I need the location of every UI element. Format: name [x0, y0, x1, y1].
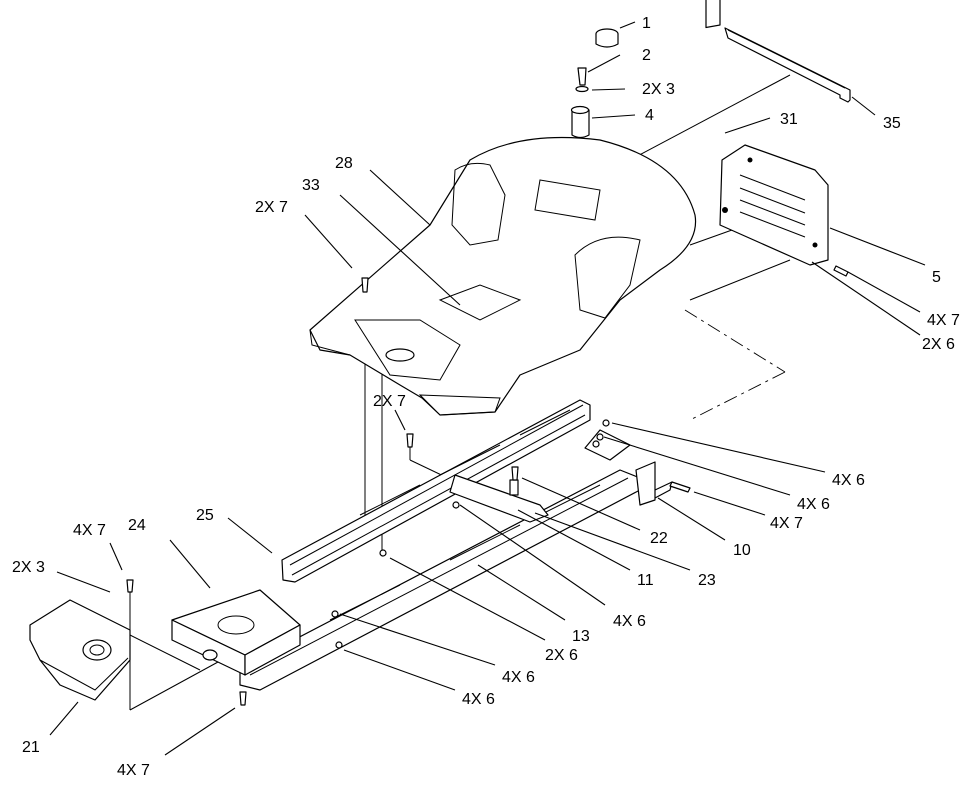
leader-23 — [534, 512, 691, 571]
callout-2x7-top: 2X 7 — [255, 199, 288, 216]
callout-2x3-top: 2X 3 — [642, 81, 675, 98]
leader-21 — [49, 701, 79, 736]
leader-47b — [693, 491, 766, 516]
leader-22 — [521, 477, 641, 531]
callout-2x6-right: 2X 6 — [922, 336, 955, 353]
callout-10: 10 — [733, 542, 751, 559]
callout-4x7-right: 4X 7 — [927, 312, 960, 329]
leader-4 — [591, 114, 636, 119]
callout-35: 35 — [883, 115, 901, 132]
part-31-decal — [705, 0, 721, 29]
callout-4x7-bottom: 4X 7 — [117, 762, 150, 779]
callout-4x6-e: 4X 6 — [462, 691, 495, 708]
part-10-bracket — [635, 461, 673, 506]
part-25-frame-rail — [281, 399, 591, 583]
part-28-fender — [309, 136, 697, 416]
leader-26b — [389, 557, 546, 641]
part-23-spacer — [509, 479, 519, 496]
leader-35 — [851, 96, 876, 116]
callout-2: 2 — [642, 47, 651, 64]
leader-23x — [56, 571, 111, 593]
leader-46d — [339, 613, 496, 666]
alignment-line-top — [629, 74, 791, 161]
callout-23: 23 — [698, 572, 716, 589]
leader-3 — [591, 88, 626, 91]
callout-2x6-bottom: 2X 6 — [545, 647, 578, 664]
fasteners — [126, 277, 610, 706]
callout-28: 28 — [335, 155, 353, 172]
part-35-rail — [724, 27, 851, 103]
callout-21: 21 — [22, 739, 40, 756]
part-21-housing — [29, 599, 131, 701]
leader-31 — [724, 117, 771, 134]
leader-5 — [829, 227, 926, 266]
leader-47a — [847, 271, 921, 313]
callout-4x7-mid: 4X 7 — [770, 515, 803, 532]
knob-assembly — [570, 28, 619, 139]
leader-7a — [304, 214, 353, 269]
callout-4x6-c: 4X 6 — [613, 613, 646, 630]
part-24-plate — [171, 589, 301, 676]
leader-25 — [227, 517, 273, 554]
leader-46b — [603, 436, 791, 496]
leader-46e — [343, 649, 456, 691]
part-33-decal — [438, 284, 522, 321]
part-3-washer — [575, 85, 589, 93]
callout-33: 33 — [302, 177, 320, 194]
callout-25: 25 — [196, 507, 214, 524]
leader-47d — [164, 707, 236, 756]
leader-33 — [339, 194, 461, 306]
callout-4x6-b: 4X 6 — [797, 496, 830, 513]
leader-28 — [369, 169, 431, 226]
leader-46c — [459, 504, 606, 606]
callout-labels: 1 2 2X 3 4 35 31 28 33 2X 7 5 4X 7 2X 6 … — [12, 15, 960, 779]
centerline-1 — [684, 309, 786, 373]
part-2-screw — [577, 67, 587, 86]
callout-13: 13 — [572, 628, 590, 645]
housing-link-line-2 — [129, 634, 201, 671]
leader-47c — [109, 542, 123, 571]
leader-lines — [49, 21, 926, 756]
leader-13 — [477, 564, 566, 621]
callout-4x6-a: 4X 6 — [832, 472, 865, 489]
callout-4: 4 — [645, 107, 654, 124]
callout-4x7-left: 4X 7 — [73, 522, 106, 539]
screw-4x7-mid — [669, 481, 691, 493]
part-4-spacer — [571, 109, 590, 139]
leader-7b — [394, 409, 406, 431]
callout-4x6-d: 4X 6 — [502, 669, 535, 686]
centerline-2 — [689, 371, 786, 421]
alignment-line-right-lower — [689, 259, 791, 301]
callout-31: 31 — [780, 111, 798, 128]
leader-26a — [811, 261, 921, 336]
leader-46a — [611, 422, 826, 473]
callout-5: 5 — [932, 269, 941, 286]
callout-2x3-left: 2X 3 — [12, 559, 45, 576]
part-5-panel — [719, 144, 849, 277]
leader-1 — [619, 21, 636, 29]
callout-11: 11 — [637, 572, 654, 589]
callout-1: 1 — [642, 15, 651, 32]
leader-11 — [517, 509, 631, 571]
part-22-cross-member — [449, 429, 631, 523]
callout-2x7-mid: 2X 7 — [373, 393, 406, 410]
callout-24: 24 — [128, 517, 146, 534]
leader-10 — [657, 497, 726, 541]
callout-22: 22 — [650, 530, 668, 547]
screw-4x7-right — [833, 265, 849, 277]
leader-2 — [587, 54, 621, 73]
leader-24 — [169, 539, 211, 589]
part-11-bracket — [584, 429, 631, 461]
